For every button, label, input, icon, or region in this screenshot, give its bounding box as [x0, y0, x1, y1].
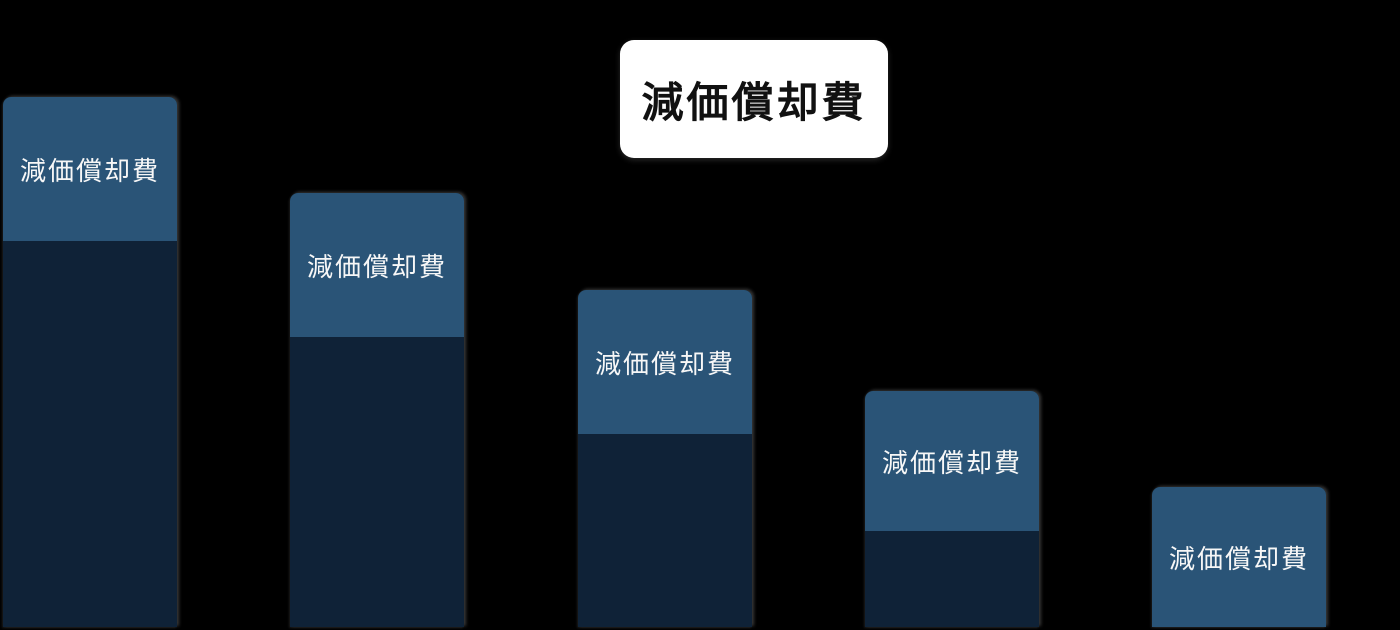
bar-label: 減価償却費 — [19, 156, 160, 186]
bar-label: 減価償却費 — [1168, 544, 1309, 574]
bar-label: 減価償却費 — [881, 448, 1022, 478]
depreciation-segment: 減価償却費 — [865, 391, 1039, 531]
bar: 減価償却費 — [290, 193, 464, 627]
base-segment — [578, 434, 752, 627]
bar: 減価償却費 — [3, 97, 177, 627]
chart-title-card: 減価償却費 — [620, 40, 888, 158]
depreciation-segment: 減価償却費 — [290, 193, 464, 337]
depreciation-segment: 減価償却費 — [1152, 487, 1326, 627]
base-segment — [3, 241, 177, 627]
chart-title: 減価償却費 — [641, 80, 867, 127]
base-segment — [290, 337, 464, 627]
depreciation-segment: 減価償却費 — [578, 290, 752, 434]
bar-label: 減価償却費 — [306, 252, 447, 282]
bar: 減価償却費 — [578, 290, 752, 627]
bar: 減価償却費 — [1152, 487, 1326, 627]
base-segment — [865, 531, 1039, 627]
bar: 減価償却費 — [865, 391, 1039, 627]
bar-label: 減価償却費 — [594, 349, 735, 379]
depreciation-segment: 減価償却費 — [3, 97, 177, 241]
